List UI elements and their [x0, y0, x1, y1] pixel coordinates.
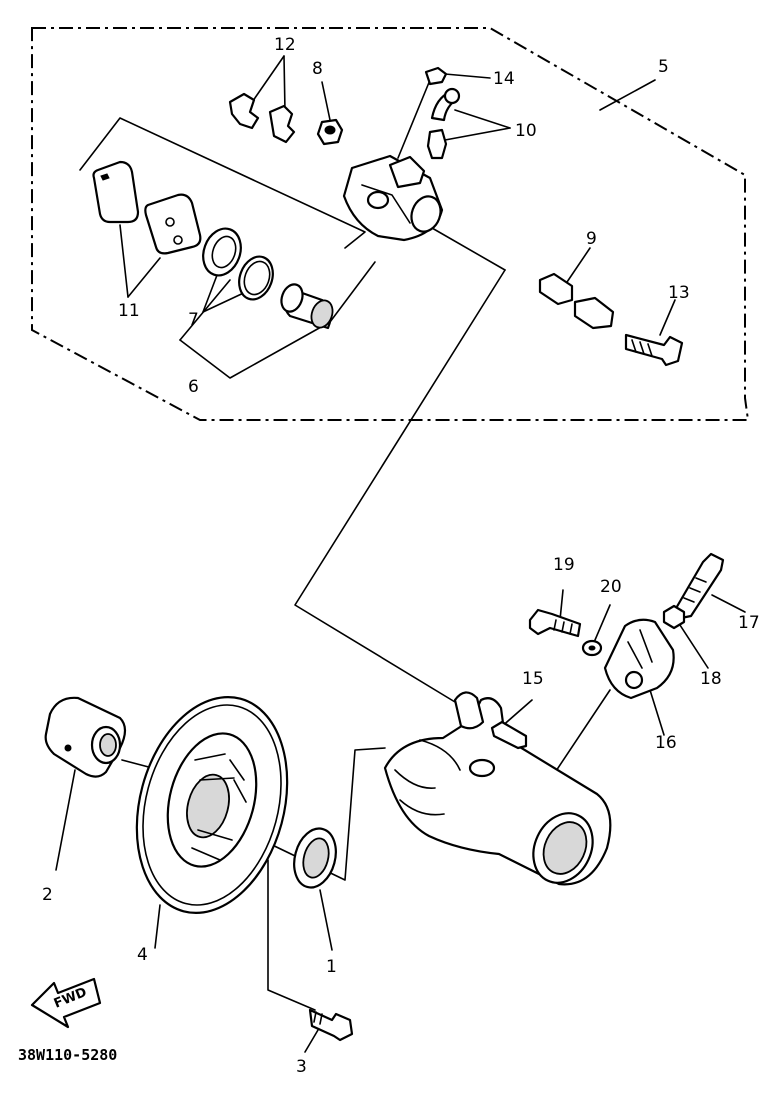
- callout-18: 18: [700, 669, 722, 689]
- callout-7: 7: [188, 310, 199, 330]
- callout-4: 4: [137, 945, 148, 965]
- callout-15: 15: [522, 669, 544, 689]
- callout-8: 8: [312, 59, 323, 79]
- housing-bolt: [490, 720, 528, 750]
- callout-2: 2: [42, 885, 53, 905]
- brake-pads: [92, 160, 202, 255]
- forward-arrow: FWD: [30, 977, 102, 1029]
- callout-10: 10: [515, 121, 537, 141]
- caliper-seals: [202, 227, 274, 301]
- callout-1: 1: [326, 957, 337, 977]
- callout-6: 6: [188, 377, 199, 397]
- bracket-bolt-17: [673, 552, 725, 620]
- wheel-hub: [44, 696, 127, 778]
- washer-20: [581, 639, 603, 657]
- brake-disc: [135, 696, 289, 914]
- callout-5: 5: [658, 57, 669, 77]
- callout-13: 13: [668, 283, 690, 303]
- bracket-bolt-19: [528, 608, 582, 638]
- callout-12: 12: [274, 35, 296, 55]
- part-code: 38W110-5280: [18, 1046, 117, 1064]
- bleed-screw-cap: [316, 118, 344, 146]
- caliper-pin-and-bolt: [538, 272, 684, 367]
- callout-20: 20: [600, 577, 622, 597]
- bracket-nut-18: [662, 604, 686, 630]
- callout-9: 9: [586, 229, 597, 249]
- rear-axle-housing: [383, 691, 612, 886]
- caliper-bracket: [603, 618, 675, 700]
- callout-3: 3: [296, 1057, 307, 1077]
- callout-11: 11: [118, 301, 140, 321]
- callout-19: 19: [553, 555, 575, 575]
- callout-16: 16: [655, 733, 677, 753]
- caliper-body: [342, 154, 444, 242]
- callout-17: 17: [738, 613, 760, 633]
- callout-labels: 1 2 3 4 5 6 7 8 9 10 11 12 13 14 15 16 1…: [42, 35, 760, 1077]
- bleed-screw-and-banjo: [424, 66, 461, 160]
- callout-14: 14: [493, 69, 515, 89]
- caliper-assembly-boundary: [31, 27, 750, 421]
- caliper-piston: [280, 283, 334, 330]
- oil-seal: [293, 827, 337, 889]
- disc-bolt: [308, 1008, 354, 1042]
- pad-spring-clips: [228, 92, 296, 144]
